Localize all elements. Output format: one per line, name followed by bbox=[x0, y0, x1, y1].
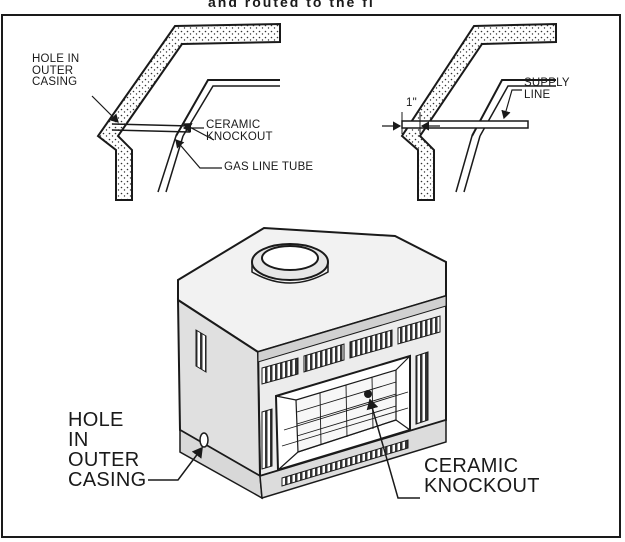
fireplace-leader-lines bbox=[148, 398, 420, 499]
fireplace-hole-label: HOLE IN OUTER CASING bbox=[68, 409, 147, 491]
dimension-marker bbox=[382, 112, 440, 134]
fireplace-knockout-label: CERAMIC KNOCKOUT bbox=[424, 455, 540, 497]
ceramic-knockout-dot bbox=[364, 390, 372, 398]
side-louvers bbox=[195, 329, 429, 470]
gas-line-tube bbox=[111, 123, 191, 133]
firebrick-lines bbox=[281, 376, 409, 447]
outer-casing-hole bbox=[199, 432, 209, 448]
hearth-strip bbox=[281, 439, 409, 487]
supply-line-pipe bbox=[401, 120, 529, 129]
ceramic-knockout-label: CERAMIC KNOCKOUT bbox=[206, 119, 273, 143]
hole-in-outer-casing-label: HOLE IN OUTER CASING bbox=[32, 53, 80, 88]
supply-leader-line bbox=[501, 89, 522, 120]
figure-frame bbox=[1, 14, 621, 538]
upper-louvers bbox=[261, 315, 441, 385]
clipped-header-text: and routed to the fi bbox=[208, 0, 375, 10]
upper-right-casing-section bbox=[400, 22, 557, 201]
upper-left-leader-lines bbox=[91, 95, 222, 169]
supply-line-label: SUPPLY LINE bbox=[524, 77, 570, 101]
gas-line-tube-label: GAS LINE TUBE bbox=[224, 161, 314, 173]
dimension-label: 1" bbox=[406, 97, 417, 109]
flue-collar bbox=[251, 243, 329, 284]
upper-left-casing-section bbox=[96, 22, 281, 201]
